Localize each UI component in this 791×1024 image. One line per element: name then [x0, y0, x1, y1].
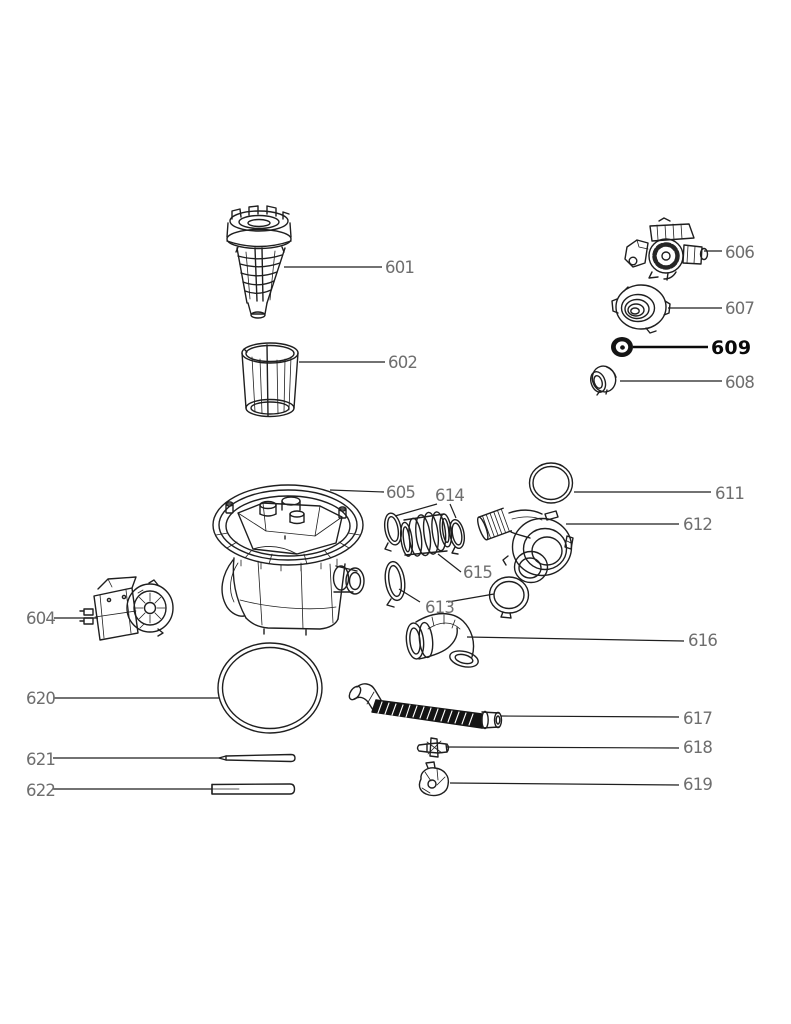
part-609-drawing — [611, 337, 633, 357]
leader-616 — [466, 636, 685, 642]
leader-613-right — [447, 593, 495, 603]
part-616-drawing — [405, 612, 479, 668]
part-602-drawing — [241, 342, 299, 418]
part-label-608: 608 — [725, 373, 754, 392]
leader-614-right — [449, 503, 457, 519]
leader-619 — [449, 782, 680, 786]
part-606-drawing — [624, 217, 709, 281]
part-611-drawing — [528, 462, 574, 504]
part-label-622: 622 — [26, 781, 55, 800]
leader-613-left — [398, 588, 421, 603]
part-label-611: 611 — [715, 484, 744, 503]
part-label-621: 621 — [26, 750, 55, 769]
part-619-drawing — [418, 761, 450, 797]
part-label-605: 605 — [386, 483, 415, 502]
part-labels: 601 602 604 605 606 607 608 609 611 612 … — [26, 243, 755, 800]
leader-617 — [500, 715, 680, 718]
part-label-612: 612 — [683, 515, 712, 534]
part-621-drawing — [218, 753, 296, 763]
part-618-drawing — [416, 737, 450, 758]
part-label-609: 609 — [711, 337, 751, 359]
part-601-drawing — [226, 205, 292, 319]
leader-lines — [53, 250, 722, 790]
part-label-614: 614 — [435, 486, 464, 505]
part-label-601: 601 — [385, 258, 414, 277]
part-label-613: 613 — [425, 598, 454, 617]
part-607-drawing — [611, 284, 671, 334]
part-622-drawing — [211, 783, 296, 795]
leader-605 — [329, 489, 385, 493]
part-label-617: 617 — [683, 709, 712, 728]
part-612-drawing — [476, 507, 574, 584]
part-615-drawing — [399, 511, 453, 557]
leader-615 — [437, 553, 462, 573]
part-617-drawing — [348, 683, 503, 730]
part-label-606: 606 — [725, 243, 754, 262]
part-label-607: 607 — [725, 299, 754, 318]
part-label-616: 616 — [688, 631, 717, 650]
part-label-604: 604 — [26, 609, 55, 628]
leader-614-left — [394, 503, 438, 517]
part-label-620: 620 — [26, 689, 55, 708]
part-604-drawing — [79, 576, 174, 641]
part-label-618: 618 — [683, 738, 712, 757]
part-620-drawing — [217, 642, 323, 734]
part-608-drawing — [590, 365, 617, 396]
part-605-drawing — [212, 484, 365, 636]
part-label-619: 619 — [683, 775, 712, 794]
leader-618 — [446, 746, 680, 749]
part-613-drawing — [384, 560, 530, 619]
part-label-615: 615 — [463, 563, 492, 582]
part-label-602: 602 — [388, 353, 417, 372]
